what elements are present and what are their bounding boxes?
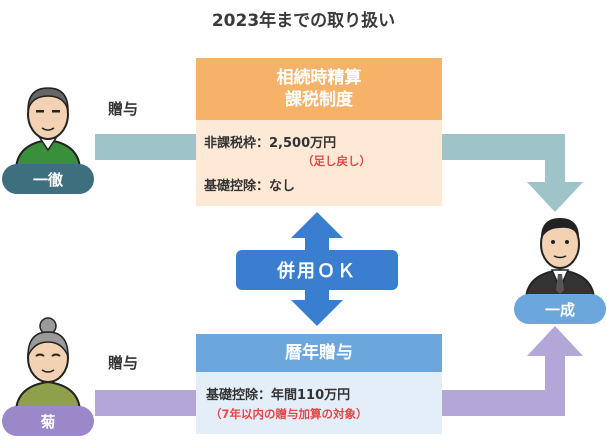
arrow-top-right: [442, 134, 583, 212]
diagram-title: 2023年までの取り扱い: [211, 11, 396, 31]
giver-bottom-label: 菊: [2, 406, 94, 436]
man-avatar: [524, 218, 596, 298]
annual-body: 基礎控除：年間110万円 （7年以内の贈与加算の対象）: [196, 372, 442, 434]
settlement-heading-line2: 課税制度: [285, 90, 353, 110]
old-woman-avatar: [14, 317, 82, 410]
old-man-avatar: [14, 87, 82, 168]
settlement-allowance: 非課税枠：2,500万円: [204, 136, 337, 151]
settlement-basic-deduction: 基礎控除：なし: [204, 179, 296, 194]
annual-heading: 暦年贈与: [196, 334, 442, 372]
settlement-heading: 相続時精算 課税制度: [196, 58, 442, 120]
arrow-bottom-right: [442, 326, 583, 416]
settlement-body: 非課税枠：2,500万円 （足し戻し） 基礎控除：なし: [196, 120, 442, 206]
combine-ok-badge: 併用ＯＫ: [236, 250, 398, 290]
settlement-heading-line1: 相続時精算: [276, 68, 362, 88]
gift-label-bottom: 贈与: [108, 354, 139, 372]
settlement-note: （足し戻し）: [302, 154, 371, 168]
arrow-top-left-bar: [95, 134, 196, 160]
gift-label-top: 贈与: [108, 100, 139, 118]
giver-top-label: 一徹: [2, 164, 94, 194]
arrow-bottom-left-bar: [95, 390, 196, 416]
annual-basic-deduction: 基礎控除：年間110万円: [206, 388, 351, 403]
annual-note: （7年以内の贈与加算の対象）: [210, 407, 368, 421]
receiver-label: 一成: [514, 294, 606, 324]
